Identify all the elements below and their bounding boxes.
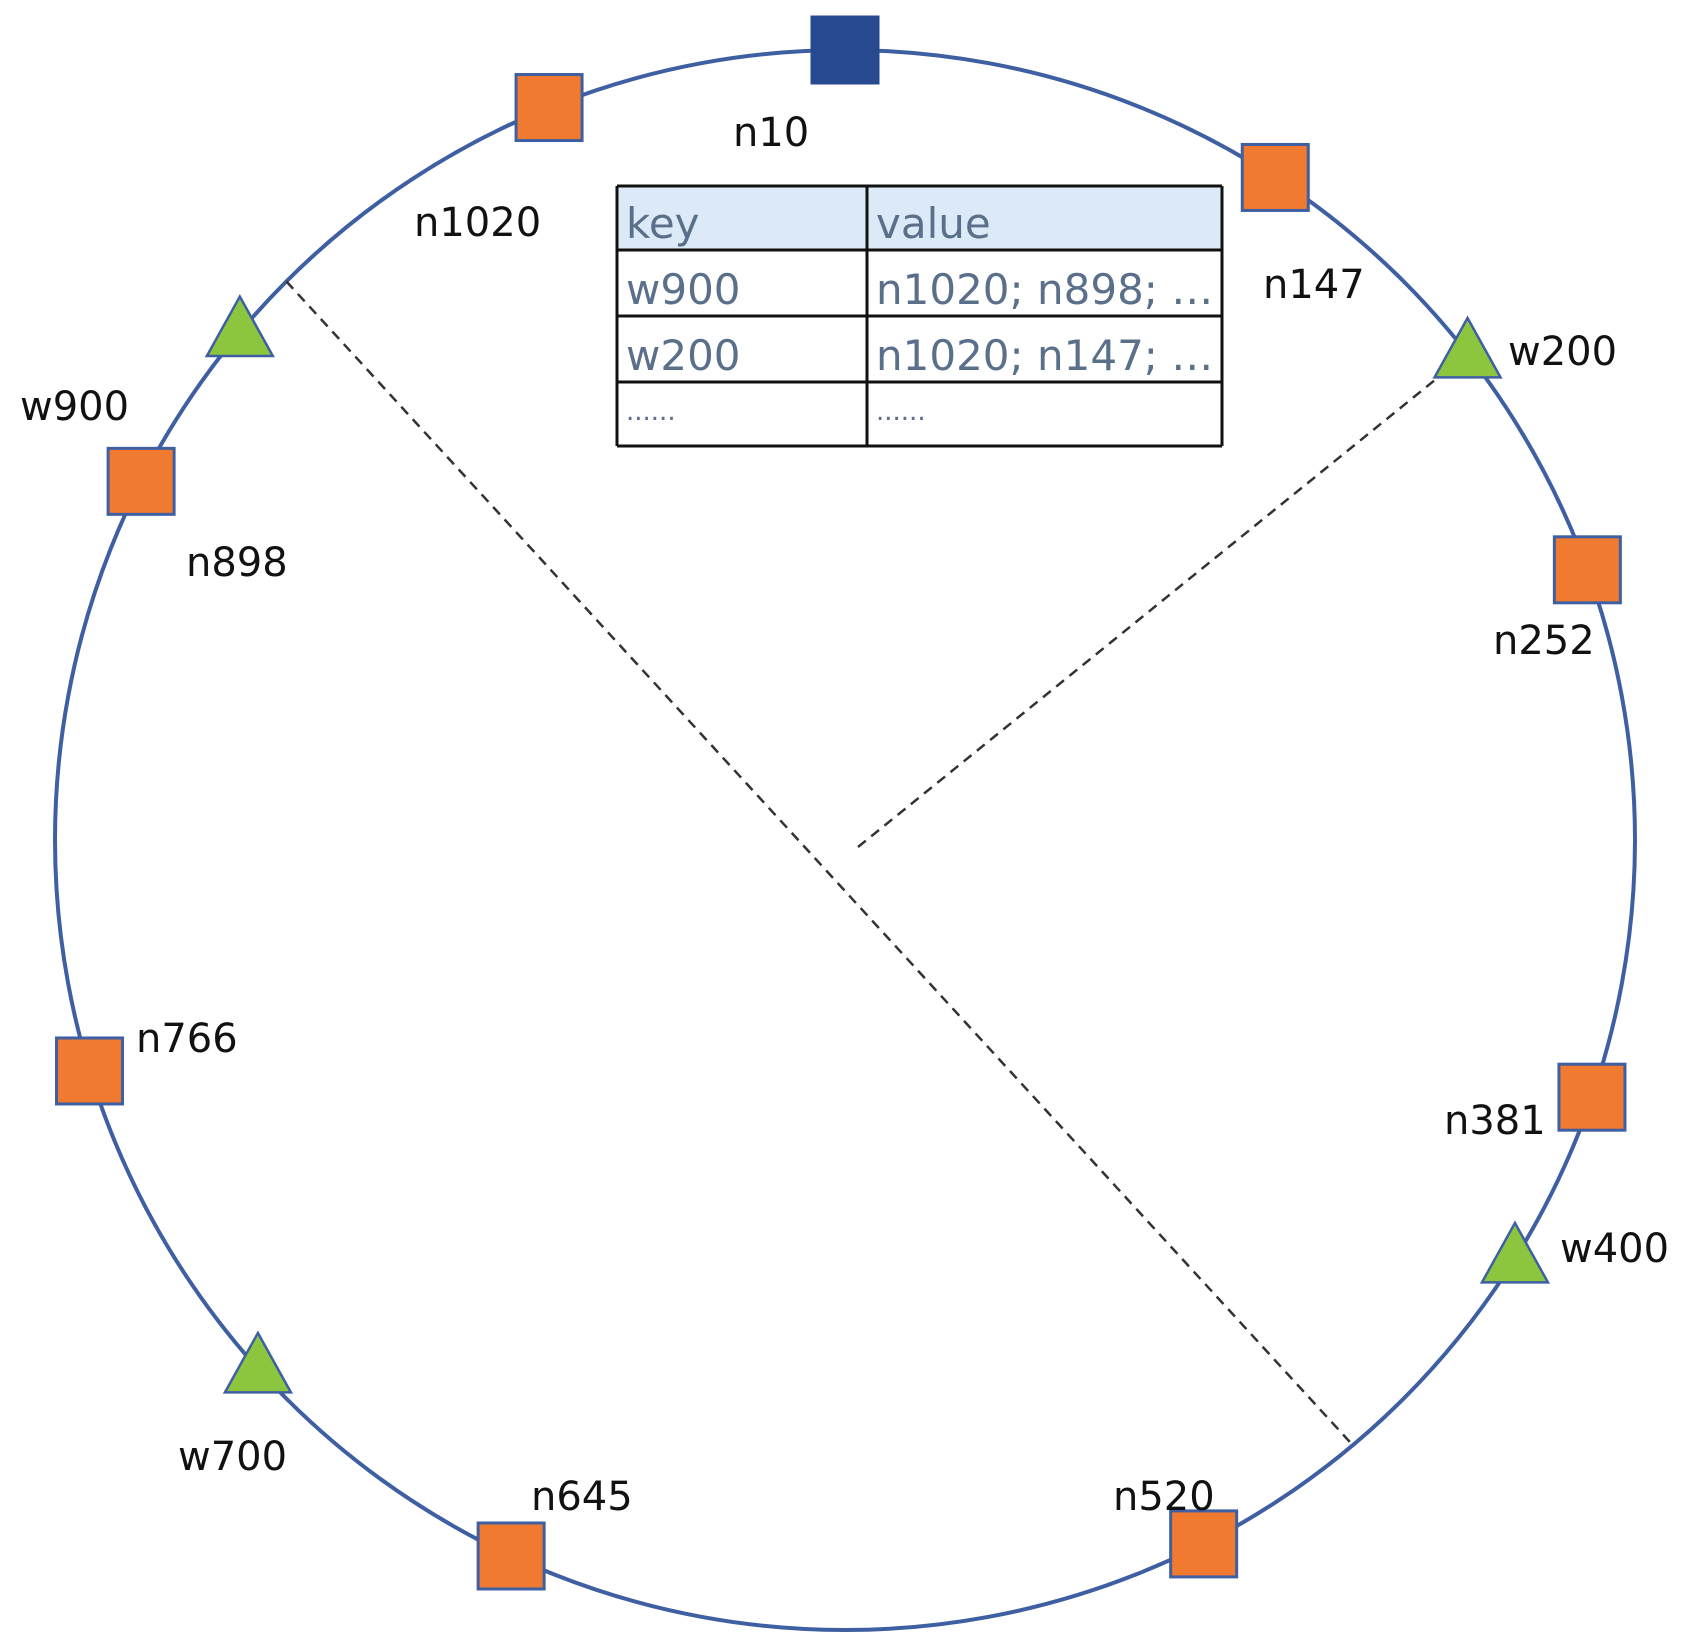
node-marker-n147 — [1240, 142, 1310, 212]
lookup-table: key value w900 n1020; n898; … w200 n1020… — [615, 184, 1224, 448]
node-label-n898: n898 — [186, 540, 288, 586]
worker-label-w700: w700 — [178, 1434, 287, 1480]
node-label-n10: n10 — [733, 110, 809, 156]
partition-divider-line — [285, 280, 1354, 1447]
node-marker-n252 — [1552, 535, 1622, 605]
ring-nodes — [55, 15, 1627, 1591]
node-marker-n645 — [476, 1521, 546, 1591]
table-cell-value: n1020; n898; … — [876, 265, 1213, 314]
worker-marker-w700 — [222, 1330, 294, 1394]
node-marker-n766 — [55, 1036, 125, 1106]
node-label-n520: n520 — [1113, 1474, 1215, 1520]
table-cell-value: n1020; n147; … — [876, 331, 1213, 380]
node-label-n147: n147 — [1263, 262, 1365, 308]
table-header-background — [617, 186, 1222, 250]
node-label-n381: n381 — [1444, 1098, 1546, 1144]
table-header-value: value — [876, 199, 991, 248]
table-cell-key: ...... — [626, 397, 676, 427]
worker-label-w900: w900 — [20, 384, 129, 430]
node-marker-n898 — [106, 446, 176, 516]
node-label-n645: n645 — [531, 1474, 633, 1520]
worker-marker-w900 — [204, 293, 275, 358]
worker-label-w400: w400 — [1560, 1226, 1669, 1272]
node-marker-n520 — [1169, 1509, 1239, 1579]
node-label-n1020: n1020 — [414, 200, 541, 246]
node-marker-n1020 — [514, 73, 584, 143]
node-marker-n10 — [810, 15, 880, 85]
node-label-n252: n252 — [1493, 618, 1595, 664]
worker-label-w200: w200 — [1508, 329, 1617, 375]
ring-labels: n10 n147 n252 n381 n520 n645 n766 n898 n… — [20, 110, 1669, 1520]
table-cell-value: ...... — [876, 397, 926, 427]
worker-marker-w200 — [1432, 315, 1503, 379]
table-header-key: key — [626, 199, 700, 248]
table-cell-key: w900 — [626, 265, 741, 314]
node-label-n766: n766 — [136, 1016, 238, 1062]
table-cell-key: w200 — [626, 331, 741, 380]
worker-marker-w400 — [1479, 1220, 1551, 1284]
partition-dividers — [285, 280, 1469, 1447]
partition-divider-line — [857, 352, 1469, 848]
node-marker-n381 — [1557, 1062, 1627, 1132]
ring-workers — [204, 293, 1551, 1394]
